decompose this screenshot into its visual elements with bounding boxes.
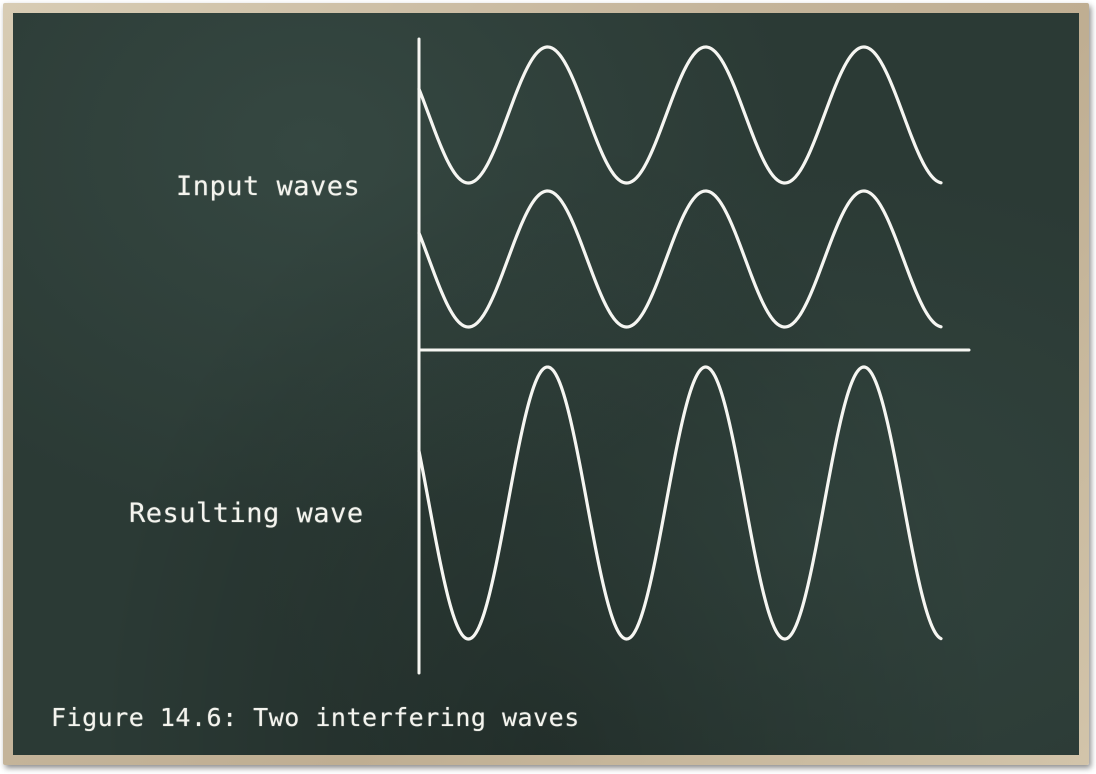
resulting-wave-label: Resulting wave	[129, 498, 364, 529]
resulting-wave	[417, 365, 943, 641]
figure-caption: Figure 14.6: Two interfering waves	[51, 703, 580, 732]
input-waves-label: Input waves	[176, 171, 361, 202]
wave-diagram	[417, 37, 971, 675]
input-wave-1	[417, 45, 943, 185]
input-wave-2	[417, 189, 943, 329]
chalkboard: Input waves Resulting wave Figure 14.6: …	[13, 13, 1079, 755]
chalkboard-frame: Input waves Resulting wave Figure 14.6: …	[3, 3, 1089, 765]
